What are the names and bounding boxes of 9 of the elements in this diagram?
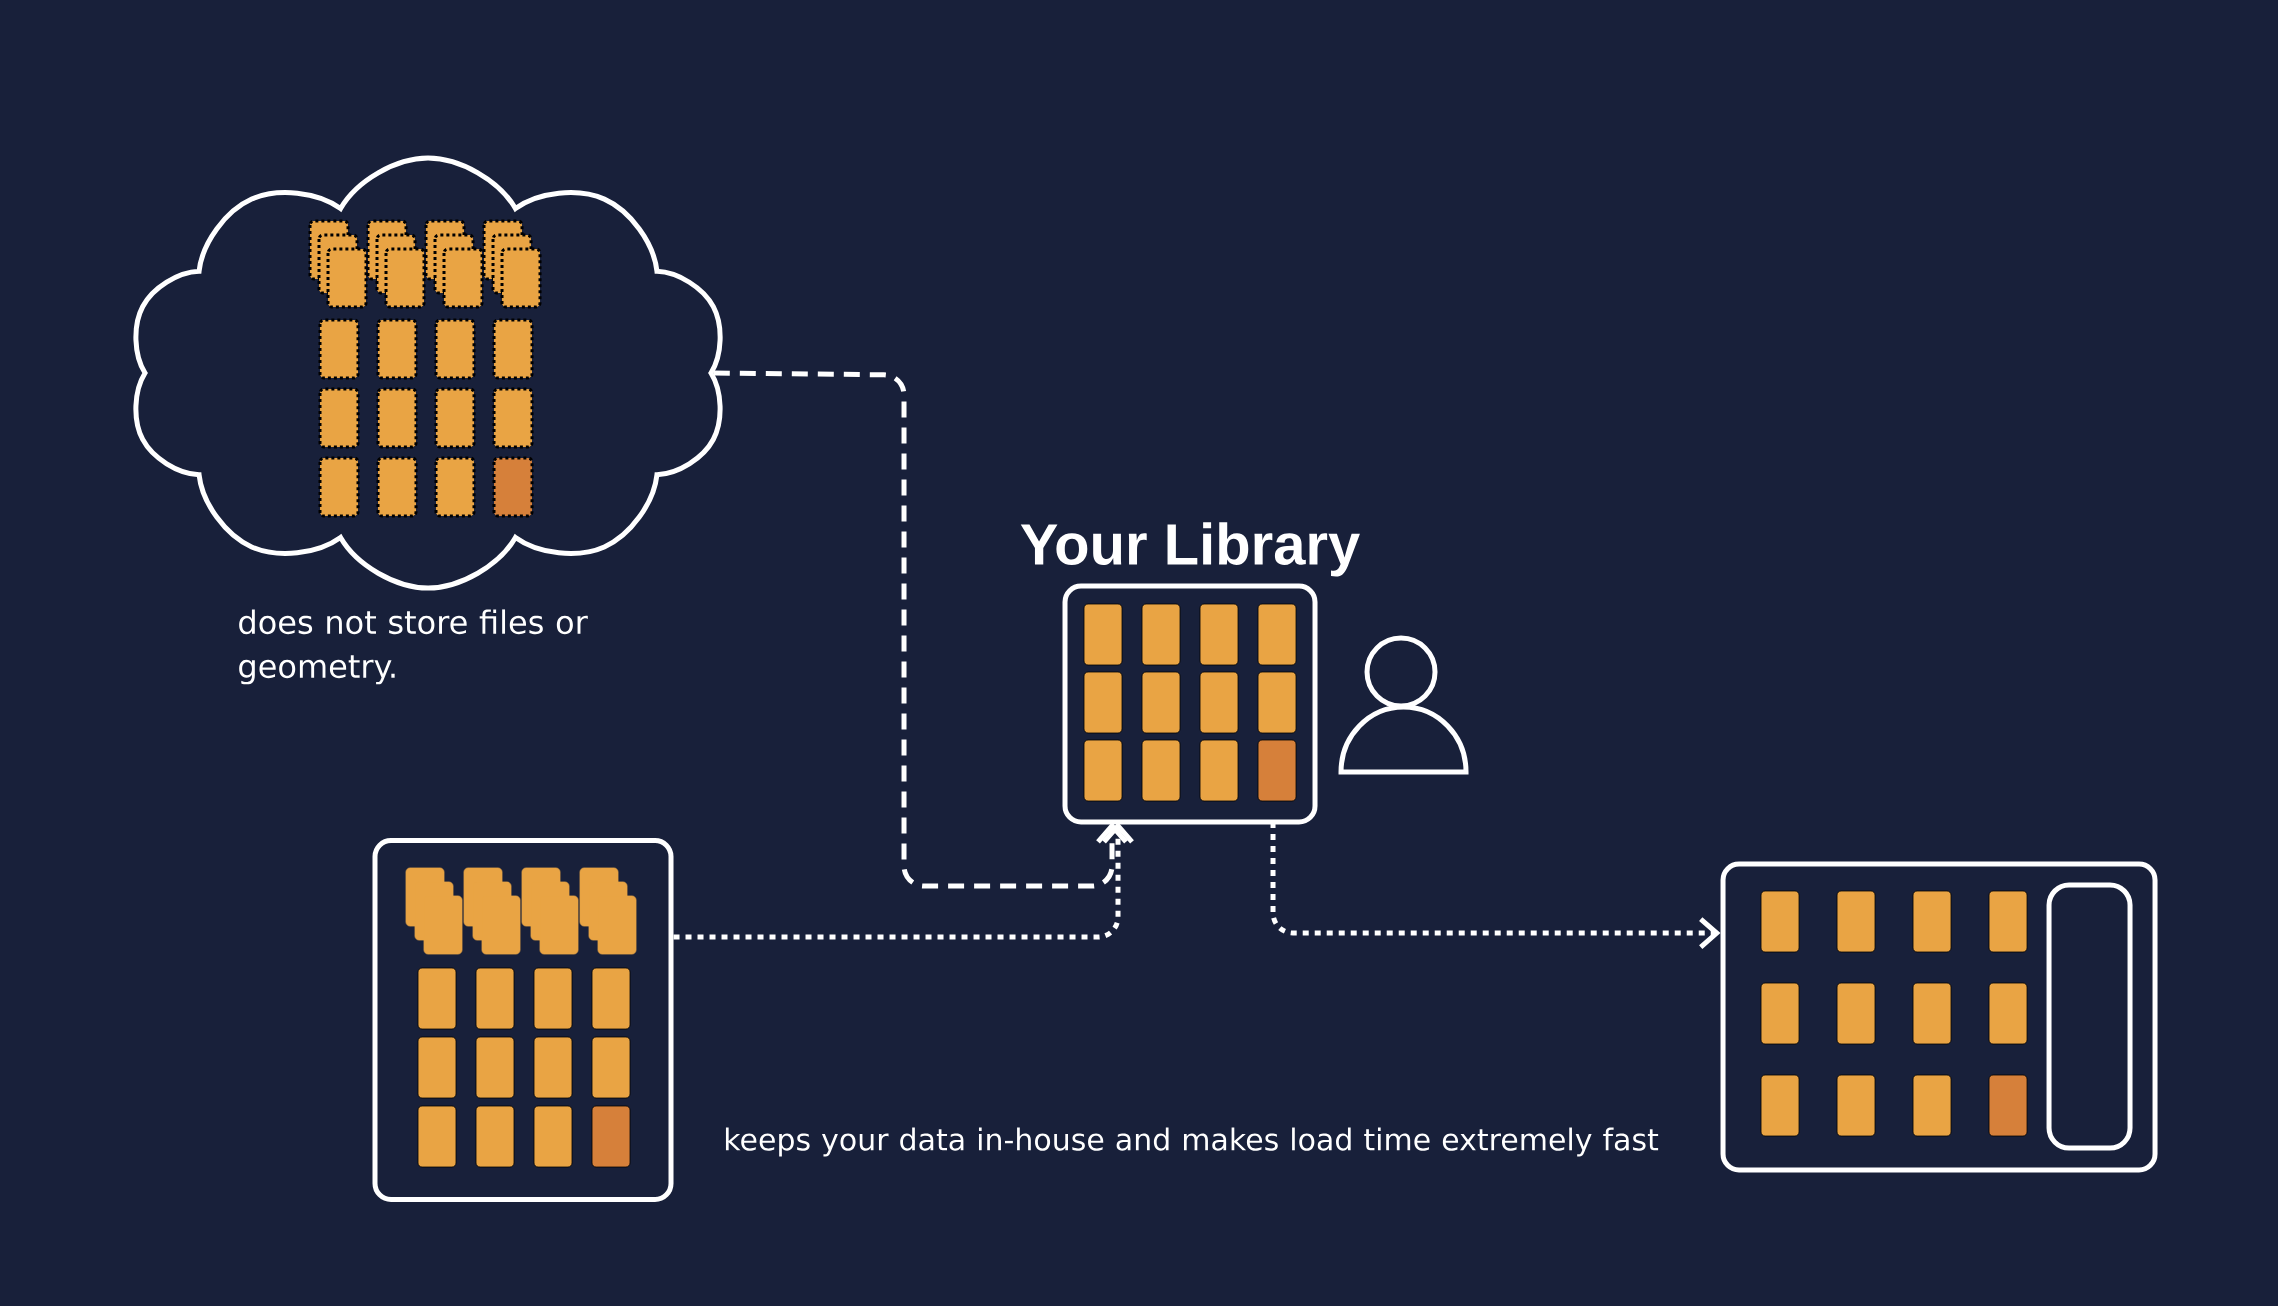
node-label: does not store files or geometry.	[239, 609, 588, 685]
panel-box	[1720, 861, 2158, 1173]
arrow	[1270, 822, 1721, 949]
node-label: Your Library	[1020, 522, 1360, 577]
arrow	[673, 822, 1134, 940]
panel-box	[372, 838, 674, 1202]
arrow	[713, 370, 1128, 889]
library-box: Your Library	[1020, 522, 1360, 825]
note-text: keeps your data in-house and makes load time extremely fast	[725, 1127, 1659, 1157]
